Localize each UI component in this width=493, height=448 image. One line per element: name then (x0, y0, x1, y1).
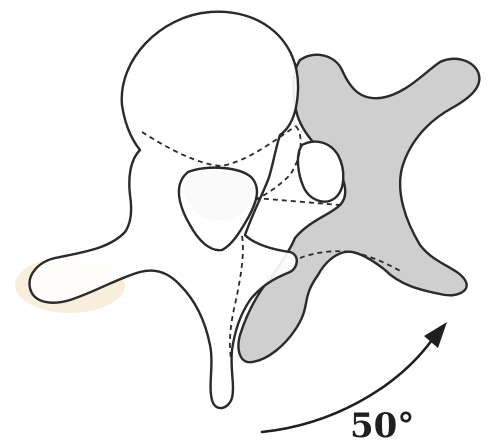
rotation-indicator: 50° (262, 322, 447, 446)
rotation-angle-label: 50° (350, 406, 414, 446)
